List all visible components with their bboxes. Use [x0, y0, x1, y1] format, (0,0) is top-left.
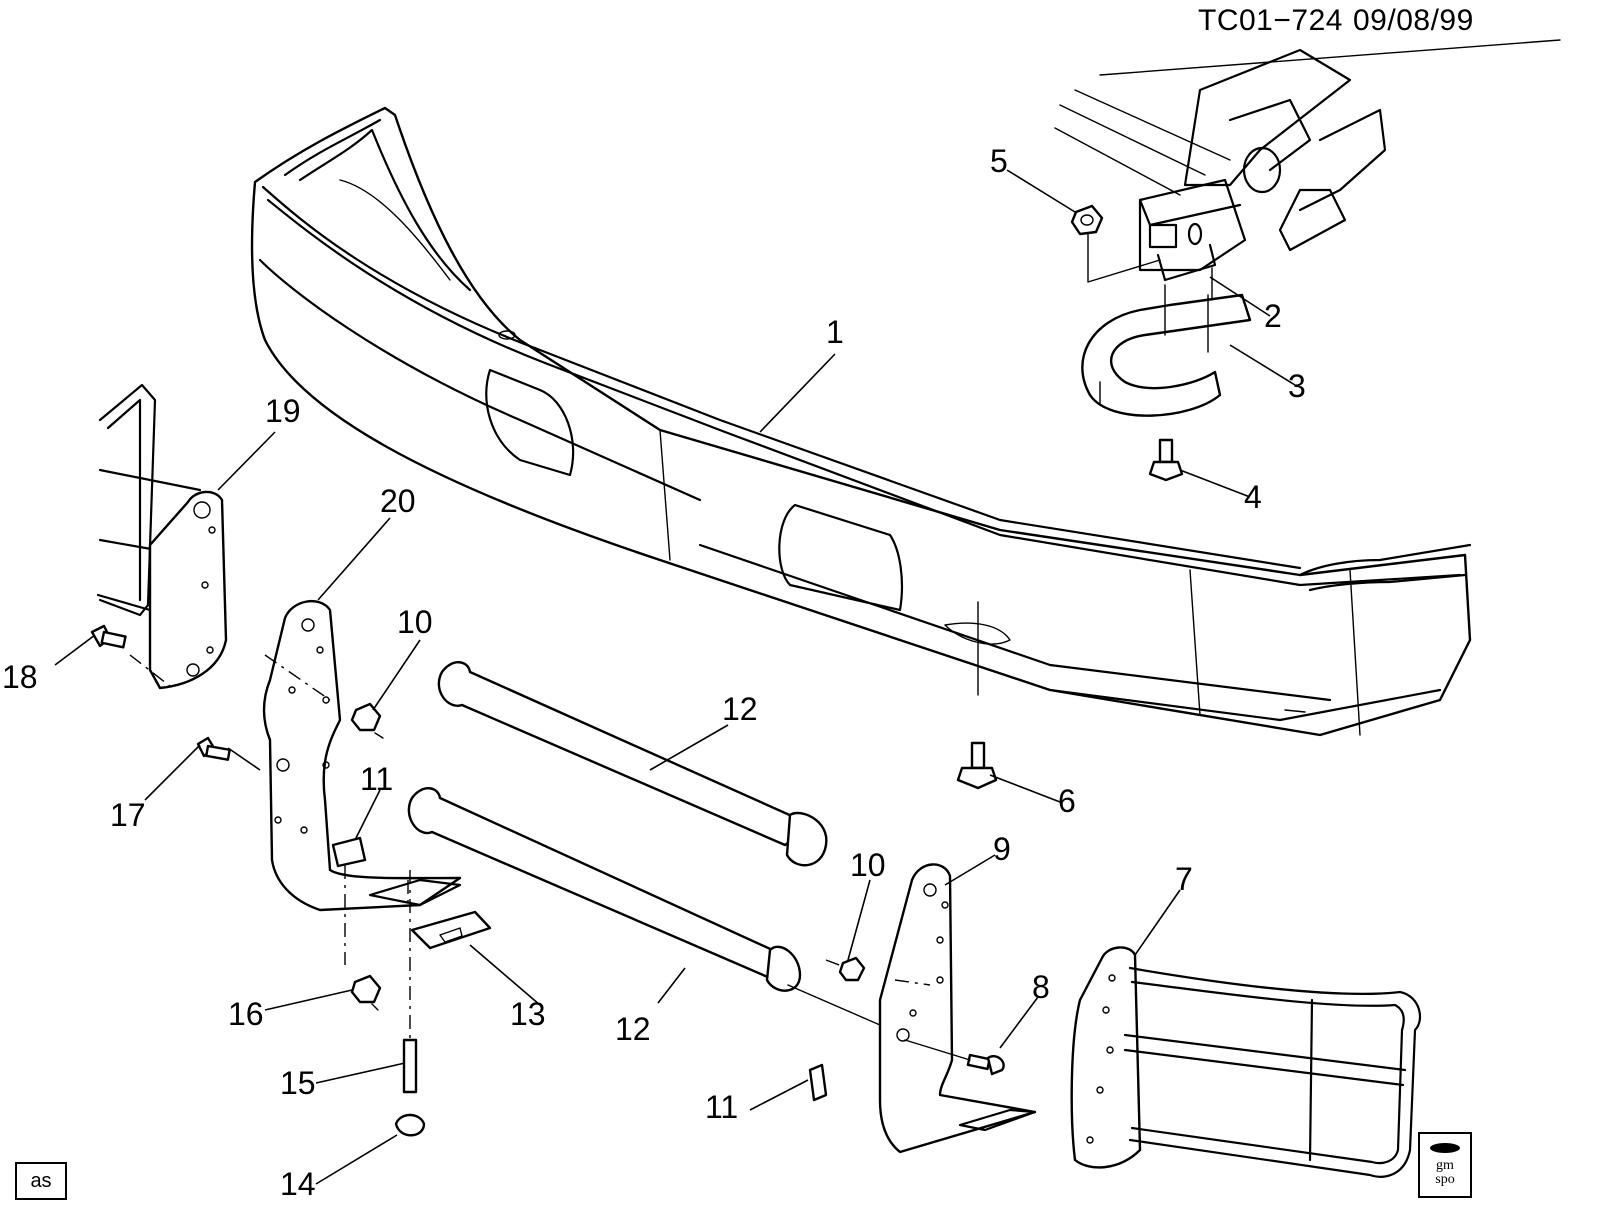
- front-bumper-bar: [250, 106, 1472, 737]
- callout-18: 18: [2, 659, 38, 695]
- callout-5: 5: [990, 143, 1008, 179]
- logo-text-gm: gm: [1436, 1158, 1454, 1173]
- clip-11-left: [331, 836, 367, 868]
- leader-lines: [54, 169, 1296, 1185]
- callout-1: 1: [826, 314, 844, 350]
- callout-20: 20: [380, 483, 416, 519]
- tow-hook: [1081, 293, 1252, 417]
- artist-initials-badge: as: [15, 1162, 67, 1200]
- nut-10-right: [838, 956, 866, 982]
- callout-15: 15: [280, 1065, 316, 1101]
- callout-6: 6: [1058, 783, 1076, 819]
- left-bracket-20: [262, 600, 462, 912]
- bolt-6: [956, 601, 998, 790]
- right-bracket-9: [878, 863, 1037, 1154]
- drawing-date: 09/08/99: [1353, 4, 1474, 37]
- nut-14: [394, 1113, 426, 1137]
- stud-15: [402, 1038, 418, 1094]
- callout-8: 8: [1032, 969, 1050, 1005]
- callout-10-right: 10: [850, 847, 886, 883]
- logo-text-spo: spo: [1435, 1172, 1455, 1187]
- clip-11-right: [808, 1063, 828, 1102]
- shim-13: [410, 910, 492, 950]
- callout-2: 2: [1264, 298, 1282, 334]
- drawing-id: TC01−724: [1198, 4, 1343, 37]
- bolt-8: [966, 1053, 1005, 1076]
- upper-brace-12: [437, 661, 828, 867]
- callout-9: 9: [993, 831, 1011, 867]
- callout-12-upper: 12: [722, 691, 758, 727]
- nut-10-left: [350, 702, 382, 732]
- callout-14: 14: [280, 1166, 316, 1202]
- nut-5: [1070, 204, 1104, 236]
- callout-19: 19: [265, 393, 301, 429]
- callout-11-right: 11: [705, 1089, 738, 1125]
- bolt-17: [196, 736, 231, 761]
- lower-brace-12: [407, 787, 802, 992]
- right-guard-7: [1070, 946, 1422, 1178]
- bolt-4: [1148, 438, 1184, 482]
- callout-12-lower: 12: [615, 1011, 651, 1047]
- nut-16: [350, 974, 382, 1004]
- logo-oval: [1430, 1143, 1460, 1153]
- callout-7: 7: [1175, 861, 1193, 897]
- callout-3: 3: [1288, 368, 1306, 404]
- callout-17: 17: [110, 797, 146, 833]
- callout-4: 4: [1244, 479, 1262, 515]
- frame-rail: [1054, 39, 1561, 282]
- left-guard-19: [96, 383, 228, 690]
- bolt-18: [90, 624, 127, 649]
- callout-11-left: 11: [360, 761, 393, 797]
- callout-13: 13: [510, 996, 546, 1032]
- gm-spo-logo: gm spo: [1418, 1132, 1472, 1198]
- callout-10-left: 10: [397, 604, 433, 640]
- callout-16: 16: [228, 996, 264, 1032]
